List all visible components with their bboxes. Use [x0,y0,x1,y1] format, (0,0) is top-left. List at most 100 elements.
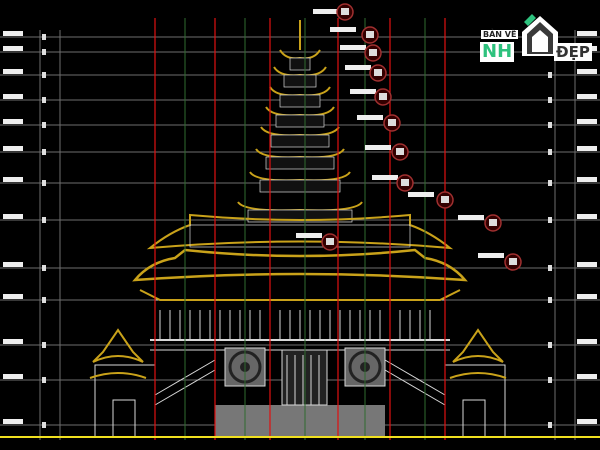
level-tag-left [3,31,23,36]
house-icon [522,14,558,56]
callout-bubble-text [489,219,497,226]
callout-label [340,45,366,50]
level-tag-right [577,374,597,379]
level-tag-right [577,69,597,74]
dimension-mark-left [42,97,46,103]
callout-bubble-text [369,49,377,56]
logo-text-dep: ĐẸP [554,43,592,61]
level-tag-right [577,419,597,424]
level-tag-left [3,69,23,74]
callout-bubble-text [341,8,349,15]
logo-text-nh: NH [480,41,515,62]
dimension-mark-left [42,180,46,186]
level-tag-left [3,214,23,219]
main-hall-eave [139,289,461,301]
pagoda-tier-roof [279,49,321,60]
callout-bubble-text [401,179,409,186]
plinth [215,405,385,437]
side-pavilion-roof [452,328,504,363]
level-tag-right [577,262,597,267]
pagoda-tier-roof [237,201,363,212]
side-wing [94,364,156,438]
dimension-mark-left [42,377,46,383]
level-tag-left [3,94,23,99]
callout-label [296,233,322,238]
callout-bubble-text [366,31,374,38]
level-tag-left [3,294,23,299]
dimension-mark-right [548,97,552,103]
dimension-mark-right [548,342,552,348]
ban-ve-nha-dep-logo: BẢN VẼ NH ĐẸP [478,12,592,64]
pagoda-tier-body [275,114,325,128]
callout-label [330,27,356,32]
callout-label [372,175,398,180]
callout-label [458,215,484,220]
pagoda-tier-body [265,156,335,170]
dimension-mark-left [42,72,46,78]
dimension-mark-left [42,34,46,40]
side-pavilion-eave [449,372,507,379]
callout-label [357,115,383,120]
callout-bubble-text [379,93,387,100]
dimension-mark-right [548,72,552,78]
level-tag-right [577,339,597,344]
logo-text-ban-ve: BẢN VẼ [481,30,519,39]
callout-label [365,145,391,150]
dimension-mark-left [42,422,46,428]
stair-right [384,359,446,406]
side-pavilion-roof [92,328,144,363]
callout-bubble-text [374,69,382,76]
level-tag-left [3,46,23,51]
level-tag-right [577,294,597,299]
level-tag-left [3,119,23,124]
pagoda-tier-body [283,74,317,88]
level-tag-left [3,262,23,267]
pagoda-tier-body [270,134,330,148]
pagoda-tier-body [289,57,311,71]
dimension-mark-right [548,422,552,428]
dimension-mark-left [42,49,46,55]
callout-bubble-text [388,119,396,126]
upper-hall-wall [189,224,411,248]
callout-label [345,65,371,70]
pagoda-tier-body [279,94,321,108]
callout-label [350,89,376,94]
dimension-mark-right [548,180,552,186]
callout-bubble-text [396,148,404,155]
callout-label [478,253,504,258]
pagoda-tier-body [259,179,341,193]
dimension-mark-right [548,297,552,303]
level-tag-left [3,339,23,344]
dimension-mark-left [42,149,46,155]
pagoda-tier-roof [249,171,351,182]
dimension-mark-right [548,377,552,383]
dimension-mark-right [548,217,552,223]
callout-bubble-text [509,258,517,265]
level-tag-right [577,177,597,182]
pagoda-tier-roof [269,86,331,97]
callout-label [408,192,434,197]
dimension-mark-left [42,122,46,128]
pagoda-tier-roof [255,148,345,159]
side-wing-door [462,399,486,438]
dimension-mark-left [42,217,46,223]
level-tag-right [577,94,597,99]
level-tag-right [577,31,597,36]
side-pavilion-eave [89,372,147,379]
callout-bubble-text [326,238,334,245]
dimension-mark-left [42,265,46,271]
level-tag-right [577,214,597,219]
pagoda-tier-roof [260,126,340,137]
level-tag-right [577,119,597,124]
pagoda-tier-roof [265,106,335,117]
dimension-mark-right [548,265,552,271]
level-tag-left [3,419,23,424]
dimension-mark-right [548,122,552,128]
level-tag-left [3,374,23,379]
level-tag-right [577,146,597,151]
callout-label [313,9,339,14]
dimension-mark-left [42,297,46,303]
side-wing-door [112,399,136,438]
dimension-mark-left [42,342,46,348]
